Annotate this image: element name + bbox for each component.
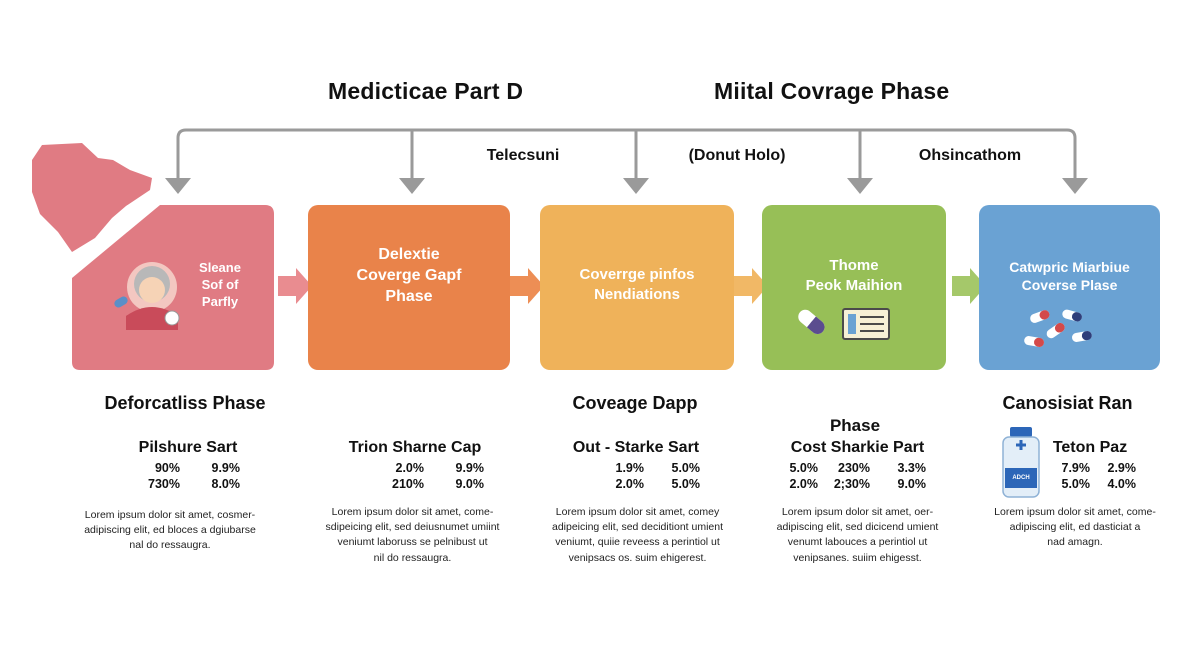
bracket-label-2: (Donut Holo) [688,147,786,164]
section-2-subheading: Trion Sharne Cap [348,439,482,456]
down-arrow-5 [1062,178,1088,194]
value-cell: 9.9% [455,461,485,475]
value-cell: 4.0% [1107,477,1137,491]
grandmother-icon [114,262,180,330]
down-arrow-3 [623,178,649,194]
pink-decoration-blob [32,143,152,252]
section-5-heading: Canosisiat Ran [1002,393,1133,413]
section-2-description: Lorem ipsum dolor sit amet, come- sdipei… [325,506,500,564]
section-5-description: Lorem ipsum dolor sit amet, come- adipis… [994,506,1156,549]
section-2-values: 2.0% 9.9% 210% 9.0% [378,461,484,491]
value-cell: 210% [392,477,424,491]
header-right-title: Miital Covrage Phase [714,78,950,104]
bracket-label-3: Ohsincathom [918,147,1022,164]
section-4-description: Lorem ipsum dolor sit amet, oer- adipisc… [776,506,939,564]
medicine-bottle-icon [1002,427,1040,498]
value-cell: 5.0% [671,477,701,491]
header-left-title: Medicticae Part D [328,78,524,104]
card-5: Catwpric Miarbiue Coverse Plase [979,205,1160,370]
value-cell: 2.9% [1107,461,1137,475]
section-4-values: 5.0% 230% 3.3% 2.0% 2;30% 9.0% [784,461,927,491]
card-4: Thome Peok Maihion [762,205,946,370]
bottle-label: ADCH [1012,475,1030,481]
bracket-drop-line [410,130,862,182]
section-4-heading: Phase [829,416,881,435]
section-5-subheading: Teton Paz [1052,439,1128,456]
chevron-arrow-3 [734,268,768,304]
value-cell: 9.0% [455,477,485,491]
section-1-values: 90% 9.9% 730% 8.0% [140,461,240,491]
section-3-description: Lorem ipsum dolor sit amet, comey adipei… [551,506,724,564]
section-1-description: Lorem ipsum dolor sit amet, cosmer- adip… [84,509,256,552]
value-cell: 5.0% [671,461,701,475]
value-cell: 1.9% [615,461,645,475]
section-3-subheading: Out - Starke Sart [572,439,700,456]
chevron-arrow-4 [952,268,986,304]
value-cell: 2.0% [789,477,819,491]
value-cell: 90% [154,461,180,475]
card-5-title: Catwpric Miarbiue Coverse Plase [1009,259,1130,294]
value-cell: 5.0% [1061,477,1091,491]
bracket-label-1: Telecsuni [486,147,560,164]
bracket-connector-line [176,128,1077,182]
value-cell: 5.0% [789,461,819,475]
value-cell: 230% [838,461,870,475]
value-cell: 8.0% [211,477,241,491]
chevron-arrow-2 [510,268,544,304]
section-4-subheading: Cost Sharkie Part [790,439,925,456]
value-cell: 7.9% [1061,461,1091,475]
down-arrow-4 [847,178,873,194]
section-3-values: 1.9% 5.0% 2.0% 5.0% [598,461,701,491]
card-3-title: Coverrge pinfos Nendiations [579,266,695,303]
card-1-title: Sleane Sof of Parfly [199,260,241,309]
down-arrow-2 [399,178,425,194]
chevron-arrow-1 [278,268,312,304]
card-2: Delextie Coverge Gapf Phase [308,205,510,370]
value-cell: 2;30% [833,477,870,491]
value-cell: 2.0% [615,477,645,491]
value-cell: 9.0% [897,477,927,491]
value-cell: 2.0% [395,461,425,475]
down-arrow-1 [165,178,191,194]
card-2-title: Delextie Coverge Gapf Phase [356,246,462,305]
value-cell: 3.3% [897,461,927,475]
section-1-heading: Deforcatliss Phase [104,393,266,413]
section-5-values: 7.9% 2.9% 5.0% 4.0% [1052,461,1137,491]
card-3: Coverrge pinfos Nendiations [540,205,734,370]
card-4-title: Thome Peok Maihion [805,257,903,294]
section-3-heading: Coveage Dapp [572,393,698,413]
section-1-subheading: Pilshure Sart [138,439,238,456]
value-cell: 730% [148,477,180,491]
value-cell: 9.9% [211,461,241,475]
